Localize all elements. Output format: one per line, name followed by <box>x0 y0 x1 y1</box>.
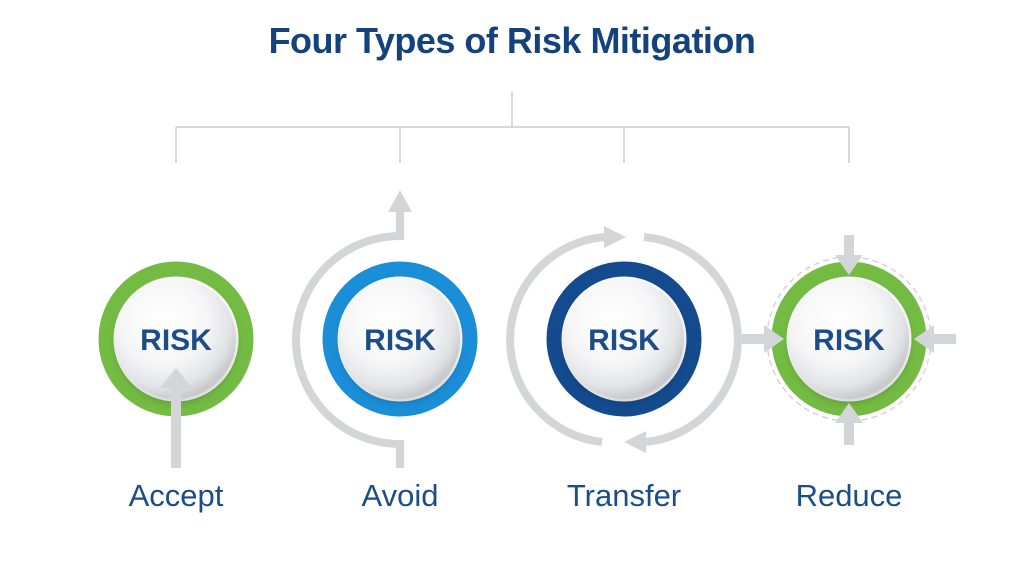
transfer-arrowhead-bottom <box>624 431 646 453</box>
transfer-risk-text: RISK <box>588 324 660 357</box>
cycle-arrows-icon <box>506 233 742 446</box>
avoid-around-arrow-icon <box>292 207 404 468</box>
accept-risk-text: RISK <box>140 324 212 357</box>
label-avoid: Avoid <box>361 478 439 513</box>
label-reduce: Reduce <box>795 478 903 513</box>
arrow-up-icon <box>160 368 192 468</box>
avoid-ball <box>340 279 460 399</box>
accept-ball <box>116 279 236 399</box>
inward-arrows-icon <box>742 235 956 445</box>
avoid-arrowhead <box>388 190 412 212</box>
avoid-node: RISK <box>292 190 478 468</box>
reduce-ball <box>789 279 909 399</box>
label-transfer: Transfer <box>566 478 682 513</box>
transfer-ring <box>546 261 702 417</box>
transfer-node: RISK <box>506 226 742 453</box>
avoid-risk-text: RISK <box>364 324 436 357</box>
avoid-ring <box>322 261 478 417</box>
reduce-risk-text: RISK <box>813 324 885 357</box>
diagram-title: Four Types of Risk Mitigation <box>268 20 756 61</box>
transfer-arrowhead-top <box>604 226 626 248</box>
accept-node: RISK <box>98 261 254 468</box>
reduce-node: RISK <box>742 235 956 445</box>
label-accept: Accept <box>128 478 224 513</box>
connector-tree <box>175 92 850 163</box>
transfer-ball <box>564 279 684 399</box>
